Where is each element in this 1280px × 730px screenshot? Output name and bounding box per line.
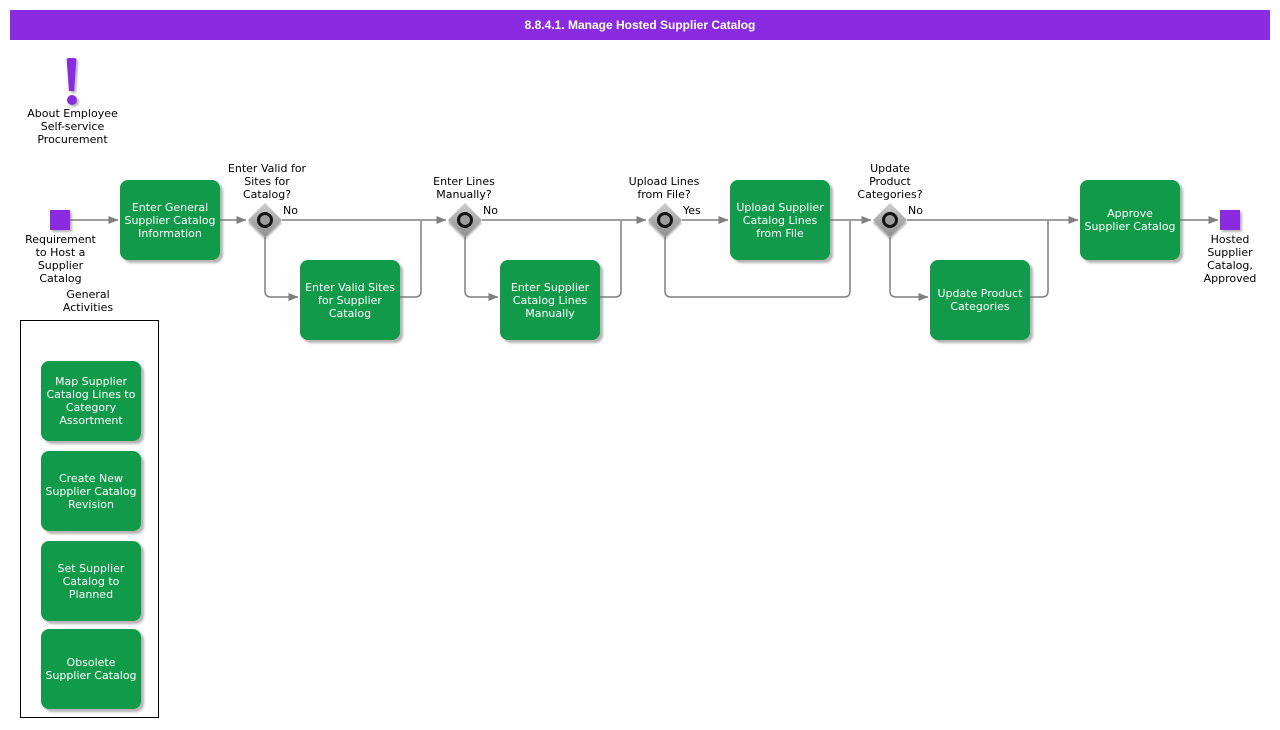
start-event-square[interactable] [50, 210, 70, 230]
task-enter-supplier-catalog-lines-manually[interactable]: Enter Supplier Catalog Lines Manually [500, 260, 600, 340]
connector-decision1-down-to-valid-sites [264, 237, 299, 301]
about-label: About Employee Self-service Procurement [27, 107, 118, 146]
task-enter-general-supplier-catalog-information[interactable]: Enter General Supplier Catalog Informati… [120, 180, 220, 260]
decision-upload-file-question: Upload Lines from File? [628, 175, 700, 201]
decision-lines-manually-question: Enter Lines Manually? [433, 175, 495, 201]
connector-decision2-down-to-manual-lines [464, 237, 499, 301]
connector-valid-sites-return [400, 221, 422, 298]
decision-valid-sites-diamond[interactable] [248, 203, 282, 237]
decision-update-categories-branch-label: No [908, 204, 923, 217]
connector-update-categories-return [1030, 221, 1049, 298]
decision-lines-manually-branch-label: No [483, 204, 498, 217]
start-event-label: Requirement to Host a Supplier Catalog [25, 233, 96, 285]
task-map-supplier-catalog-lines-to-category-assortment[interactable]: Map Supplier Catalog Lines to Category A… [41, 361, 141, 441]
decision-update-categories-question: Update Product Categories? [857, 162, 923, 201]
decision-update-categories-diamond[interactable] [873, 203, 907, 237]
decision-ring-icon [657, 212, 673, 228]
decision-upload-file-branch-label: Yes [683, 204, 701, 217]
diagram-title-bar: 8.8.4.1. Manage Hosted Supplier Catalog [10, 10, 1270, 40]
end-event-square[interactable] [1220, 210, 1240, 230]
end-event-label: Hosted Supplier Catalog, Approved [1203, 233, 1257, 285]
exclamation-bar [66, 58, 77, 91]
decision-valid-sites-branch-label: No [283, 204, 298, 217]
task-set-supplier-catalog-to-planned[interactable]: Set Supplier Catalog to Planned [41, 541, 141, 621]
about-exclamation-icon[interactable] [58, 58, 86, 108]
connector-manual-lines-return [600, 221, 622, 298]
task-enter-valid-sites-for-supplier-catalog[interactable]: Enter Valid Sites for Supplier Catalog [300, 260, 400, 340]
task-obsolete-supplier-catalog[interactable]: Obsolete Supplier Catalog [41, 629, 141, 709]
decision-valid-sites-question: Enter Valid for Sites for Catalog? [227, 162, 307, 201]
diagram-title: 8.8.4.1. Manage Hosted Supplier Catalog [524, 18, 756, 32]
decision-ring-icon [882, 212, 898, 228]
task-upload-supplier-catalog-lines-from-file[interactable]: Upload Supplier Catalog Lines from File [730, 180, 830, 260]
connector-decision4-down-to-update-categories [889, 237, 929, 301]
general-activities-label: General Activities [62, 288, 114, 314]
task-create-new-supplier-catalog-revision[interactable]: Create New Supplier Catalog Revision [41, 451, 141, 531]
connector-decision3-bypass [664, 221, 851, 298]
general-activities-container: Map Supplier Catalog Lines to Category A… [20, 320, 159, 718]
decision-lines-manually-diamond[interactable] [448, 203, 482, 237]
task-update-product-categories[interactable]: Update Product Categories [930, 260, 1030, 340]
decision-ring-icon [457, 212, 473, 228]
decision-upload-file-diamond[interactable] [648, 203, 682, 237]
exclamation-dot [67, 95, 77, 105]
task-approve-supplier-catalog[interactable]: Approve Supplier Catalog [1080, 180, 1180, 260]
decision-ring-icon [257, 212, 273, 228]
